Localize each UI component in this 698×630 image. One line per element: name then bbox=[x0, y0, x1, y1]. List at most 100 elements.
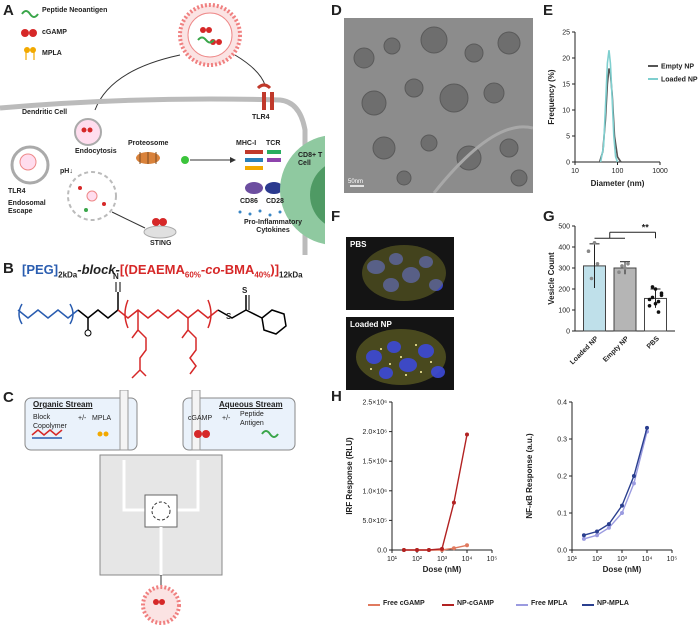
chart-e-ytick-label: 25 bbox=[562, 30, 570, 37]
legend-np-cgamp: NP-cGAMP bbox=[457, 600, 494, 607]
legend-free-cgamp-swatch bbox=[368, 604, 380, 606]
panel-label-c: C bbox=[3, 389, 14, 406]
cd28-label: CD28 bbox=[266, 198, 284, 205]
panel-label-a: A bbox=[3, 2, 14, 19]
chart-h2-ytick-label: 0.4 bbox=[557, 400, 567, 407]
sulfur-top-label: S bbox=[242, 286, 248, 295]
chart-h2-ytick-label: 0.3 bbox=[557, 437, 567, 444]
chart-g-point bbox=[586, 249, 591, 253]
chart-g-ytick-label: 500 bbox=[558, 224, 570, 231]
chart-e-ytick-label: 15 bbox=[562, 82, 570, 89]
chart-h2-point bbox=[620, 511, 624, 515]
panel-label-h: H bbox=[331, 388, 342, 405]
chart-e-xlabel: Diameter (nm) bbox=[591, 179, 645, 188]
chart-e-ytick-label: 20 bbox=[562, 56, 570, 63]
legend-mpla-label: MPLA bbox=[42, 50, 62, 57]
chart-g-point bbox=[656, 310, 661, 314]
chart-h2-xtick-label: 10³ bbox=[617, 556, 628, 563]
sulfur-label: S bbox=[226, 312, 232, 321]
chart-h2-ytick-label: 0.2 bbox=[557, 474, 567, 481]
legend-free-mpla-swatch bbox=[516, 604, 528, 606]
chart-h1-xtick-label: 10³ bbox=[437, 556, 448, 563]
pbs-image-label: PBS bbox=[350, 240, 367, 249]
chart-h1-point bbox=[401, 548, 406, 552]
legend-free-mpla: Free MPLA bbox=[531, 600, 568, 607]
chart-e-ylabel: Frequency (%) bbox=[547, 69, 556, 124]
chart-g-point bbox=[589, 276, 594, 281]
chart-h2-point bbox=[581, 536, 586, 541]
chart-g-point bbox=[659, 291, 664, 295]
chart-h1-xtick-label: 10⁴ bbox=[462, 556, 473, 563]
proteosome-icon bbox=[136, 152, 160, 164]
organic-mpla-label: MPLA bbox=[92, 415, 112, 422]
chart-h1-xtick-label: 10² bbox=[412, 556, 423, 563]
chart-h1-point bbox=[426, 548, 431, 552]
microscopy-pbs-image bbox=[346, 237, 454, 310]
chart-h1-ytick-label: 0.0 bbox=[377, 548, 387, 555]
chart-h1-ytick-label: 1.5×10⁶ bbox=[363, 459, 388, 466]
chart-g-significance: ** bbox=[642, 222, 650, 232]
chart-g-point bbox=[617, 270, 621, 274]
cd86-label: CD86 bbox=[240, 198, 258, 205]
cryo-em-image bbox=[344, 18, 533, 193]
chart-h1-point bbox=[465, 543, 469, 548]
microfluidic-schematic bbox=[0, 389, 325, 625]
chart-h2-point bbox=[631, 481, 636, 486]
chart-e-legend-label: Loaded NP bbox=[661, 77, 698, 84]
chart-g-ylabel: Vesicle Count bbox=[547, 252, 556, 305]
chart-h2-point bbox=[631, 474, 636, 478]
mhc-label: MHC-I bbox=[236, 140, 257, 147]
formula-close: )] bbox=[270, 262, 280, 277]
chart-e-xtick-label: 100 bbox=[612, 168, 624, 175]
formula-sub-12kda: 12kDa bbox=[279, 270, 303, 280]
chart-h1-irf-response: 0.05.0×10⁵1.0×10⁶1.5×10⁶2.0×10⁶2.5×10⁶10… bbox=[345, 400, 497, 575]
chemical-structure bbox=[0, 280, 325, 385]
organic-pm-label: +/- bbox=[78, 415, 87, 422]
chart-g-point bbox=[653, 301, 658, 306]
chart-g-ytick-label: 0 bbox=[566, 329, 570, 336]
panel-label-f: F bbox=[331, 208, 341, 225]
chart-h2-xtick-label: 10⁵ bbox=[667, 556, 678, 563]
chart-e-xtick-label: 1000 bbox=[652, 168, 668, 175]
cd86-cd28-icon bbox=[245, 182, 283, 194]
tlr4-left-label: TLR4 bbox=[8, 188, 26, 195]
sting-icon bbox=[143, 218, 177, 239]
formula-sub-2kda: 2kDa bbox=[58, 270, 78, 280]
chart-h1-ytick-label: 5.0×10⁵ bbox=[362, 518, 387, 525]
chart-g-point bbox=[595, 262, 600, 266]
legend-free-cgamp: Free cGAMP bbox=[383, 600, 425, 607]
chart-g-point bbox=[656, 299, 661, 304]
output-nanoparticle bbox=[141, 585, 181, 625]
panel-label-d: D bbox=[331, 2, 342, 19]
tcell-label: CD8+ T Cell bbox=[298, 152, 323, 167]
chart-h1-point bbox=[451, 500, 456, 505]
proteosome-label: Proteosome bbox=[128, 140, 169, 147]
block-copolymer-label: Block Copolymer bbox=[33, 414, 67, 430]
chart-g-bar bbox=[613, 267, 637, 332]
aqueous-pm-label: +/- bbox=[222, 415, 231, 422]
chart-g-point bbox=[647, 304, 652, 308]
organic-stream-title: Organic Stream bbox=[33, 400, 93, 409]
panel-h-legend: Free cGAMP NP-cGAMP Free MPLA NP-MPLA bbox=[368, 600, 688, 614]
chart-h1-ytick-label: 2.0×10⁶ bbox=[363, 429, 388, 436]
nanoparticle-top bbox=[178, 3, 242, 67]
nitrogen-label: N bbox=[113, 272, 119, 281]
chart-e-xtick-label: 10 bbox=[571, 168, 579, 175]
chart-h2-point bbox=[595, 529, 599, 534]
chart-h2-xtick-label: 10⁴ bbox=[642, 556, 653, 563]
tlr4-top-label: TLR4 bbox=[252, 114, 270, 121]
chart-g-point bbox=[647, 297, 652, 302]
chart-g-point bbox=[592, 241, 597, 245]
chart-h2-point bbox=[620, 503, 624, 508]
microscopy-loaded-image bbox=[346, 317, 454, 390]
peptide-icon bbox=[21, 10, 39, 18]
chart-h2-series-line bbox=[583, 427, 648, 536]
legend-np-mpla: NP-MPLA bbox=[597, 600, 629, 607]
chart-g-category-label: Empty NP bbox=[602, 335, 631, 364]
chart-g-point bbox=[626, 262, 630, 266]
tcr-label: TCR bbox=[266, 140, 281, 147]
sting-label: STING bbox=[150, 240, 172, 247]
chart-h2-xtick-label: 10¹ bbox=[567, 556, 578, 563]
chart-e-legend-label: Empty NP bbox=[661, 64, 694, 71]
